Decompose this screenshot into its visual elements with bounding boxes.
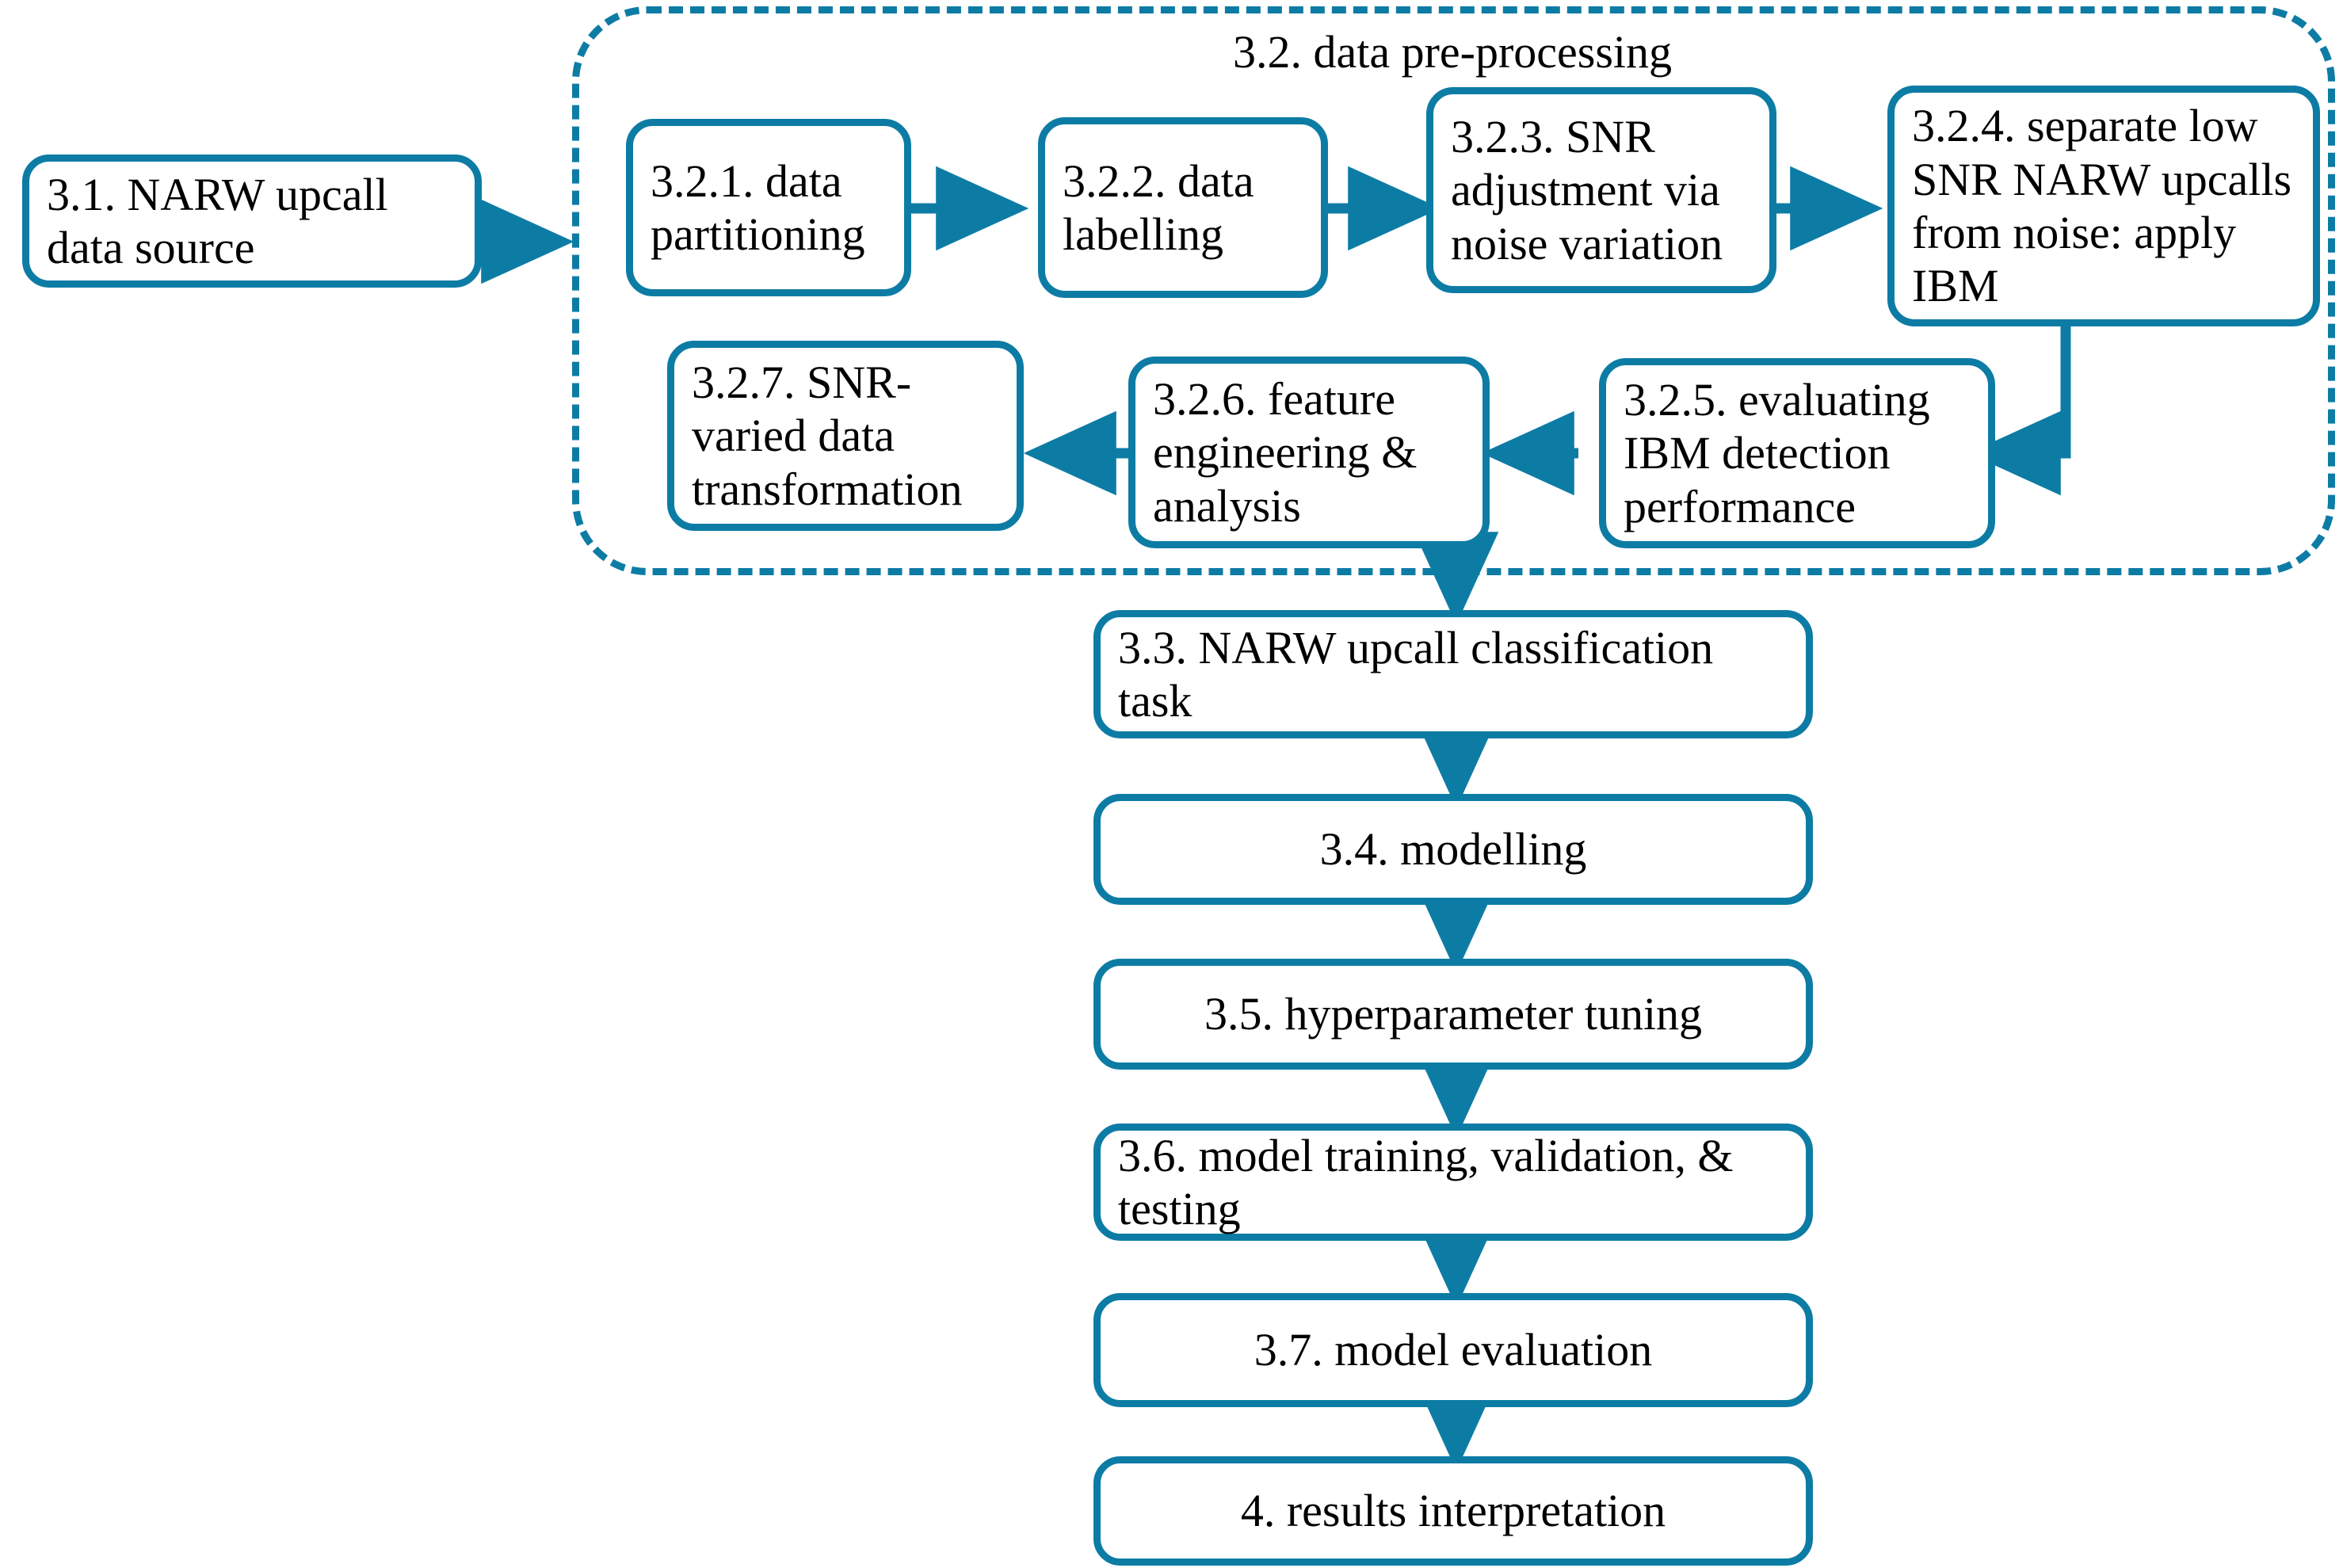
- node-label: 3.2.7. SNR-varied data transformation: [692, 357, 963, 515]
- node-data-partitioning[interactable]: 3.2.1. data partitioning: [626, 119, 911, 296]
- node-label: 3.2.3. SNR adjustment via noise variatio…: [1451, 111, 1723, 269]
- node-feature-engineering-analysis[interactable]: 3.2.6. feature engineering & analysis: [1128, 357, 1490, 548]
- node-data-labelling[interactable]: 3.2.2. data labelling: [1038, 117, 1328, 298]
- node-model-evaluation[interactable]: 3.7. model evaluation: [1093, 1293, 1813, 1407]
- node-snr-varied-data-transformation[interactable]: 3.2.7. SNR-varied data transformation: [667, 341, 1024, 531]
- node-label: 3.3. NARW upcall classification task: [1118, 621, 1714, 727]
- node-narw-upcall-data-source[interactable]: 3.1. NARW upcall data source: [22, 155, 482, 288]
- node-label: 3.1. NARW upcall data source: [47, 168, 388, 273]
- node-label: 4. results interpretation: [1240, 1485, 1666, 1537]
- node-label: 3.2.1. data partitioning: [651, 155, 865, 260]
- node-label: 3.4. modelling: [1319, 823, 1587, 876]
- node-separate-low-snr-apply-ibm[interactable]: 3.2.4. separate low SNR NARW upcalls fro…: [1887, 86, 2320, 326]
- node-modelling[interactable]: 3.4. modelling: [1093, 794, 1813, 905]
- node-label: 3.2.2. data labelling: [1063, 155, 1254, 260]
- node-label: 3.7. model evaluation: [1254, 1324, 1653, 1376]
- node-label: 3.5. hyperparameter tuning: [1204, 988, 1703, 1040]
- group-title-label: 3.2. data pre-processing: [1233, 26, 1673, 78]
- node-hyperparameter-tuning[interactable]: 3.5. hyperparameter tuning: [1093, 959, 1813, 1070]
- node-evaluating-ibm-detection-performance[interactable]: 3.2.5. evaluating IBM detection performa…: [1599, 358, 1995, 548]
- node-narw-upcall-classification-task[interactable]: 3.3. NARW upcall classification task: [1093, 610, 1813, 738]
- node-label: 3.2.4. separate low SNR NARW upcalls fro…: [1912, 100, 2292, 312]
- node-label: 3.2.5. evaluating IBM detection performa…: [1624, 374, 1930, 532]
- node-label: 3.2.6. feature engineering & analysis: [1153, 373, 1418, 532]
- node-snr-adjustment-noise-variation[interactable]: 3.2.3. SNR adjustment via noise variatio…: [1426, 87, 1776, 293]
- node-results-interpretation[interactable]: 4. results interpretation: [1093, 1456, 1813, 1566]
- node-model-training-validation-testing[interactable]: 3.6. model training, validation, & testi…: [1093, 1124, 1813, 1241]
- node-label: 3.6. model training, validation, & testi…: [1118, 1129, 1734, 1234]
